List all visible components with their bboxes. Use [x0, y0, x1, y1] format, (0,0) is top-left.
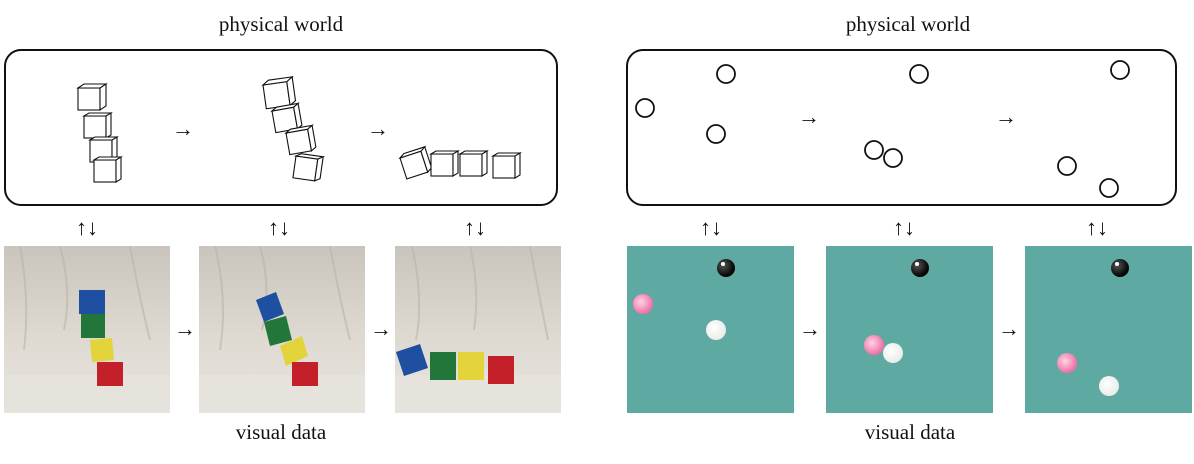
ball-circle [1099, 178, 1119, 198]
left-bottom-label: visual data [235, 420, 327, 444]
cube-tower-stage-1 [76, 82, 123, 183]
cube-tower-stage-2 [261, 75, 326, 182]
ball-circle [635, 98, 655, 118]
sync-arrows-left-3: ↑↓ [464, 215, 486, 240]
green-block [264, 316, 292, 346]
sync-arrows-right-2: ↑↓ [893, 215, 915, 240]
wireframe-cube [92, 156, 123, 183]
block-photo-1 [4, 245, 170, 413]
pink-ball [633, 294, 653, 314]
ball-circle [909, 64, 929, 84]
red-block [97, 362, 123, 386]
wireframe-cube [261, 75, 297, 110]
left-top-label: physical world [218, 12, 344, 36]
wireframe-cube [491, 152, 522, 179]
yellow-block [280, 336, 308, 366]
block-photo-2 [199, 245, 365, 413]
white-ball [883, 343, 903, 363]
green-block [430, 352, 456, 380]
ball-circle [706, 124, 726, 144]
ball-circle [883, 148, 903, 168]
black-ball [911, 259, 929, 277]
billiard-photo-1 [627, 246, 794, 413]
red-block [488, 356, 514, 384]
pink-ball [864, 335, 884, 355]
billiard-photo-2 [826, 246, 993, 413]
arrow-left-vis-2: → [370, 316, 392, 341]
right-physical-world-box [626, 49, 1177, 206]
right-top-label: physical world [845, 12, 971, 36]
cube-row-stage-3 [398, 145, 522, 180]
white-ball [706, 320, 726, 340]
wireframe-cube [82, 112, 113, 139]
arrow-right-phys-1: → [798, 104, 820, 129]
sync-arrows-right-1: ↑↓ [700, 215, 722, 240]
wireframe-cube [270, 102, 303, 134]
ball-circle [864, 140, 884, 160]
black-ball [1111, 259, 1129, 277]
sync-arrows-right-3: ↑↓ [1086, 215, 1108, 240]
blue-block [256, 292, 284, 322]
white-ball [1099, 376, 1119, 396]
ball-circle [1057, 156, 1077, 176]
billiard-photo-3 [1025, 246, 1192, 413]
arrow-left-phys-2: → [367, 116, 389, 141]
blue-block [396, 344, 428, 376]
sync-arrows-left-2: ↑↓ [268, 215, 290, 240]
green-block [81, 314, 105, 338]
black-ball [717, 259, 735, 277]
arrow-right-vis-2: → [998, 316, 1020, 341]
arrow-left-phys-1: → [172, 116, 194, 141]
wireframe-cube [284, 124, 317, 156]
arrow-right-vis-1: → [799, 316, 821, 341]
yellow-block [90, 338, 114, 362]
wireframe-cube [398, 145, 433, 180]
ball-circle [1110, 60, 1130, 80]
ball-circle [716, 64, 736, 84]
arrow-right-phys-2: → [995, 104, 1017, 129]
blue-block [79, 290, 105, 314]
yellow-block [458, 352, 484, 380]
ball-diagram [635, 60, 1130, 198]
right-bottom-label: visual data [864, 420, 956, 444]
sync-arrows-left-1: ↑↓ [76, 215, 98, 240]
wireframe-cube [458, 150, 489, 177]
wireframe-cube [292, 153, 326, 182]
wireframe-cube [76, 82, 108, 112]
pink-ball [1057, 353, 1077, 373]
red-block [292, 362, 318, 386]
wireframe-cube [429, 150, 460, 177]
arrow-left-vis-1: → [174, 316, 196, 341]
block-photo-3 [395, 245, 561, 413]
